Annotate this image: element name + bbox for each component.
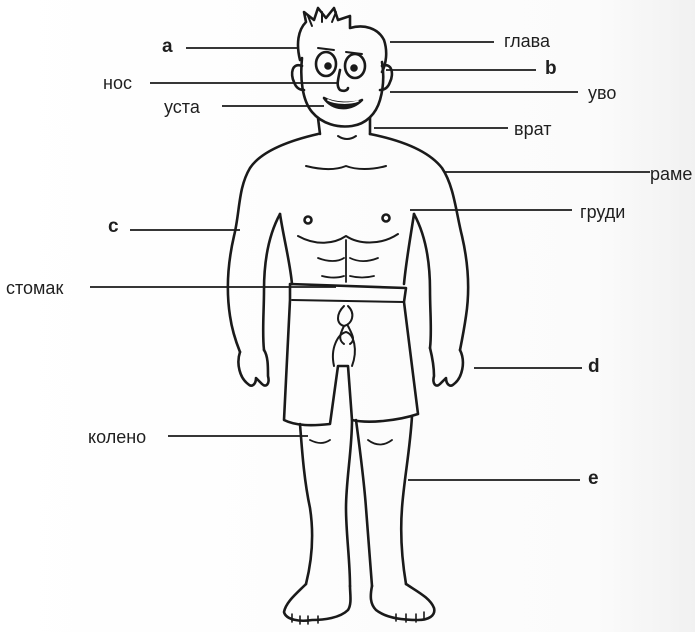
abs-lines (318, 240, 378, 282)
shorts (284, 284, 418, 425)
head-outline (301, 58, 383, 126)
drawstring (338, 306, 353, 344)
left-foot (284, 584, 351, 621)
left-inner-arm (263, 214, 280, 350)
label-uvo: уво (588, 84, 616, 102)
label-e: e (588, 470, 599, 488)
torso-right-side (404, 214, 414, 284)
label-c: c (108, 218, 119, 236)
label-nos: нос (103, 74, 132, 92)
label-b: b (545, 60, 557, 78)
left-leg (300, 424, 312, 584)
label-vrat: врат (514, 120, 551, 138)
label-glava: глава (504, 32, 550, 50)
left-hand (238, 350, 268, 386)
label-rame: раме (650, 165, 692, 183)
right-hand (430, 348, 463, 386)
label-koleno: колено (88, 428, 146, 446)
right-leg (356, 420, 372, 586)
chest-lines (306, 166, 386, 169)
label-grudi: груди (580, 203, 625, 221)
torso-left-side (280, 214, 292, 284)
label-a: a (162, 38, 173, 56)
label-stomak: стомак (6, 279, 63, 297)
right-inner-arm (414, 214, 431, 348)
hair-drawing (298, 8, 386, 72)
label-usta: уста (164, 98, 200, 116)
label-d: d (588, 358, 600, 376)
left-shoulder-arm (228, 134, 318, 352)
